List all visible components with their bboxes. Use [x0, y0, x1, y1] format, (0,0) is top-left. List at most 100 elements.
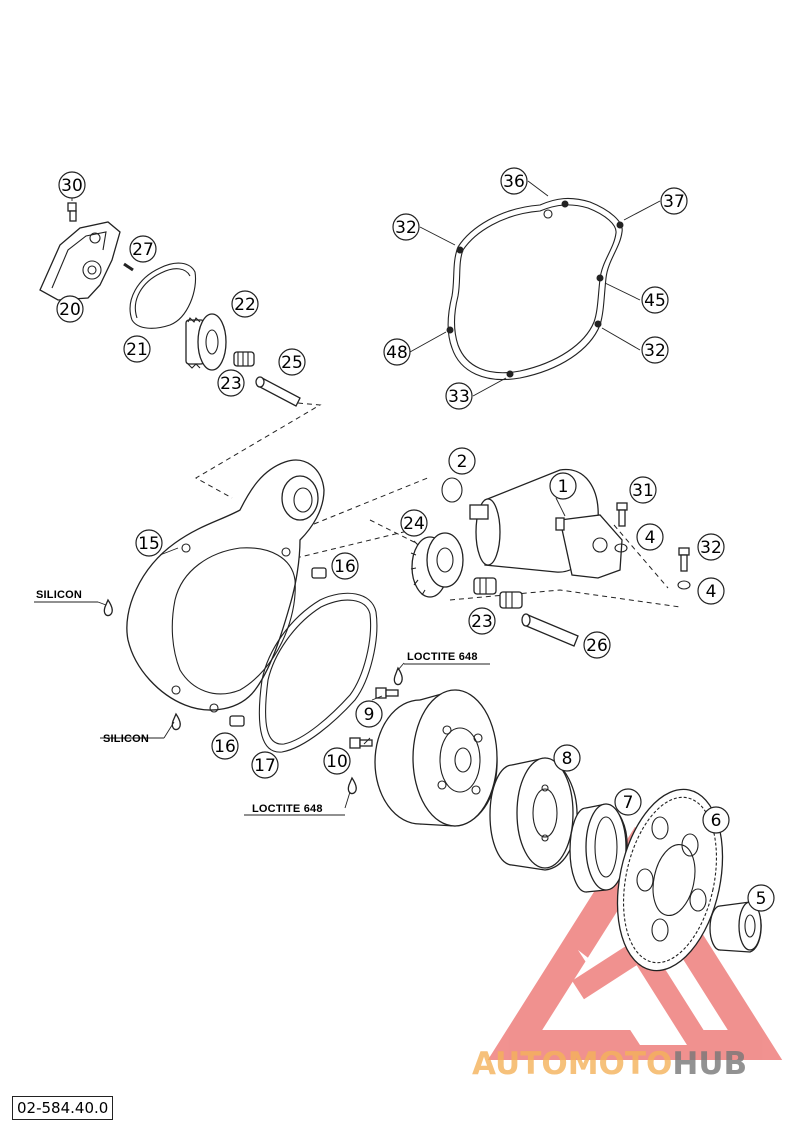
callout-1: 1: [549, 472, 577, 500]
svg-text:27: 27: [132, 240, 154, 260]
pin-27: [123, 262, 134, 272]
ignition-cover-part: [126, 459, 325, 713]
svg-text:23: 23: [220, 374, 242, 394]
needle-bearing-5: [709, 901, 762, 953]
svg-text:1: 1: [558, 477, 569, 497]
gear-22: [185, 313, 227, 371]
svg-text:48: 48: [386, 343, 408, 363]
assembly-guide-lines: [194, 402, 681, 608]
note-silicon-lower: SILICON: [103, 733, 149, 745]
svg-text:7: 7: [623, 793, 634, 813]
callout-23-top: 23: [217, 369, 245, 397]
dowel-16-upper: [311, 567, 327, 579]
callout-22: 22: [231, 290, 259, 318]
washer-4-lower: [677, 580, 691, 590]
svg-text:24: 24: [403, 514, 425, 534]
svg-text:32: 32: [700, 538, 722, 558]
watermark-text: AUTOMOTOHUB: [472, 1046, 747, 1082]
svg-text:26: 26: [586, 636, 608, 656]
callout-48: 48: [383, 338, 411, 366]
watermark-text-part1: AUTOMOTO: [472, 1046, 672, 1082]
callout-10: 10: [323, 747, 351, 775]
svg-text:31: 31: [632, 481, 654, 501]
washer-4-upper: [614, 543, 628, 553]
callout-32-top: 32: [392, 213, 420, 241]
callout-25: 25: [278, 348, 306, 376]
loctite-drop-upper: [393, 666, 403, 686]
callout-30: 30: [58, 171, 86, 199]
gasket-21: [129, 262, 197, 329]
callout-6: 6: [702, 806, 730, 834]
callout-31: 31: [629, 476, 657, 504]
svg-text:8: 8: [562, 749, 573, 769]
bolt-32: [678, 547, 690, 572]
watermark-text-part2: HUB: [672, 1046, 747, 1082]
callout-27: 27: [129, 235, 157, 263]
bolt-10: [349, 737, 373, 749]
svg-text:45: 45: [644, 291, 666, 311]
callout-16-upper: 16: [331, 552, 359, 580]
starter-gear-6: [616, 788, 724, 972]
callout-8: 8: [553, 744, 581, 772]
gasket-17: [258, 592, 378, 753]
callout-7: 7: [614, 788, 642, 816]
svg-text:37: 37: [663, 192, 685, 212]
svg-text:9: 9: [364, 705, 375, 725]
svg-text:23: 23: [471, 612, 493, 632]
callout-33: 33: [445, 382, 473, 410]
dowel-16-lower: [229, 715, 245, 727]
callout-16-lower: 16: [211, 732, 239, 760]
callout-24: 24: [400, 509, 428, 537]
svg-text:6: 6: [711, 811, 722, 831]
silicon-drop-lower: [171, 712, 181, 731]
svg-text:32: 32: [395, 218, 417, 238]
outer-cover-gasket: [446, 197, 624, 381]
callout-45: 45: [641, 286, 669, 314]
svg-text:17: 17: [254, 756, 276, 776]
intermediate-gear-24: [410, 532, 464, 598]
svg-text:2: 2: [457, 452, 468, 472]
callout-20: 20: [56, 295, 84, 323]
callout-2: 2: [448, 447, 476, 475]
svg-text:36: 36: [503, 172, 525, 192]
svg-text:15: 15: [138, 534, 160, 554]
callout-15: 15: [135, 529, 163, 557]
svg-text:22: 22: [234, 295, 256, 315]
callout-17: 17: [251, 751, 279, 779]
flywheel-rotor: [374, 689, 498, 827]
callout-23-lower: 23: [468, 607, 496, 635]
bolt-9: [375, 687, 399, 699]
diagram-code-label: 02-584.40.0: [12, 1096, 114, 1120]
svg-text:21: 21: [126, 340, 148, 360]
callout-9: 9: [355, 700, 383, 728]
callout-26: 26: [583, 631, 611, 659]
silicon-drop-upper: [103, 598, 113, 617]
note-loctite-lower: LOCTITE 648: [252, 803, 323, 815]
svg-text:30: 30: [61, 176, 83, 196]
callout-32-right: 32: [641, 336, 669, 364]
callout-21: 21: [123, 335, 151, 363]
bolt-31: [616, 502, 628, 527]
needle-bearing-23-top: [233, 351, 255, 367]
leader-lines: [34, 180, 661, 816]
shaft-25: [255, 376, 301, 407]
freewheel-8: [489, 757, 578, 871]
svg-text:10: 10: [326, 752, 348, 772]
callout-4-lower: 4: [697, 577, 725, 605]
note-silicon-upper: SILICON: [36, 589, 82, 601]
note-loctite-upper: LOCTITE 648: [407, 651, 478, 663]
sprag-cage-7: [569, 803, 628, 893]
svg-text:20: 20: [59, 300, 81, 320]
svg-text:16: 16: [334, 557, 356, 577]
starter-motor-part: [469, 468, 623, 579]
callout-4-upper: 4: [636, 523, 664, 551]
svg-text:32: 32: [644, 341, 666, 361]
needle-bearings-23-lower: [473, 577, 523, 609]
pump-cover-part: [39, 221, 121, 301]
svg-text:4: 4: [706, 582, 717, 602]
svg-text:33: 33: [448, 387, 470, 407]
loctite-drop-lower: [347, 776, 357, 795]
callout-5: 5: [747, 884, 775, 912]
svg-text:16: 16: [214, 737, 236, 757]
